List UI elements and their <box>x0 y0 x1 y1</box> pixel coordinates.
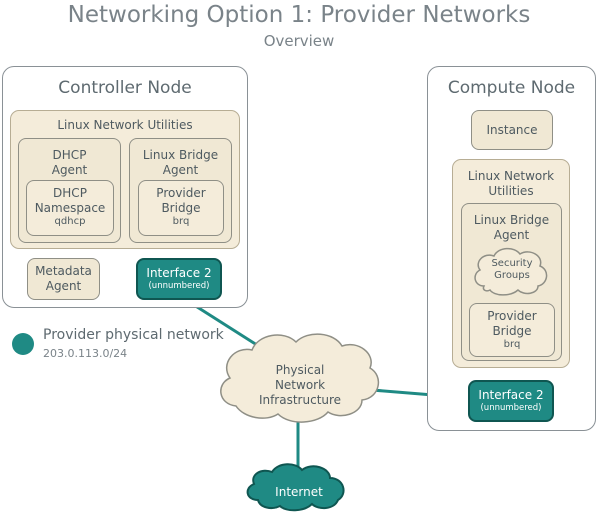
compute-utilities-line-2: Utilities <box>488 184 534 198</box>
internet: Internet <box>275 485 323 499</box>
dhcp-namespace-line-1: DHCP <box>53 186 87 200</box>
compute-provider-bridge-line-1: Provider <box>487 309 537 323</box>
physical-line-3: Infrastructure <box>258 393 342 407</box>
controller-interface-sub: (unnumbered) <box>148 281 210 291</box>
controller-utilities-label: Linux Network Utilities <box>57 118 193 132</box>
dhcp-namespace-line-2: Namespace <box>34 201 106 215</box>
controller-bridge-agent-line-2: Agent <box>162 163 199 177</box>
security-groups-line-1: Security <box>491 258 533 269</box>
instance-label: Instance <box>486 123 538 137</box>
internet-cloud <box>246 463 345 512</box>
security-groups: Security Groups <box>476 258 548 282</box>
legend-subnet: 203.0.113.0/24 <box>43 347 128 360</box>
compute-bridge-agent-line-1: Linux Bridge <box>473 213 550 227</box>
compute-provider-bridge-line-2: Bridge <box>492 324 532 338</box>
dhcp-agent-line-2: Agent <box>51 163 88 177</box>
controller-bridge-agent-line-1: Linux Bridge <box>142 148 219 162</box>
instance: Instance <box>471 110 553 150</box>
compute-bridge-agent-line-2: Agent <box>493 228 530 242</box>
metadata-agent: Metadata Agent <box>27 258 100 300</box>
legend-swatch <box>12 333 34 355</box>
controller-bridge-id: brq <box>172 216 190 227</box>
diagram-subtitle: Overview <box>263 32 335 50</box>
controller-provider-bridge-line-2: Bridge <box>161 201 201 215</box>
physical-network-infrastructure: Physical Network Infrastructure <box>248 363 352 408</box>
controller-provider-bridge: Provider Bridge brq <box>138 180 224 236</box>
compute-interface-2: Interface 2 (unnumbered) <box>468 380 554 422</box>
physical-line-1: Physical <box>275 363 325 377</box>
controller-interface-2: Interface 2 (unnumbered) <box>136 258 222 300</box>
compute-interface-sub: (unnumbered) <box>480 403 542 413</box>
dhcp-namespace: DHCP Namespace qdhcp <box>26 180 114 236</box>
controller-provider-bridge-line-1: Provider <box>156 186 206 200</box>
compute-utilities-line-1: Linux Network <box>467 169 555 183</box>
diagram-title: Networking Option 1: Provider Networks <box>67 2 531 28</box>
security-groups-line-2: Groups <box>494 270 530 281</box>
dhcp-namespace-id: qdhcp <box>54 216 86 227</box>
physical-line-2: Network <box>274 378 326 392</box>
security-groups-cloud <box>474 247 548 296</box>
controller-node-title: Controller Node <box>58 78 192 98</box>
compute-provider-bridge: Provider Bridge brq <box>469 303 555 357</box>
physical-network-cloud <box>220 333 380 423</box>
compute-bridge-id: brq <box>503 339 521 350</box>
compute-interface-label: Interface 2 <box>478 388 544 402</box>
controller-interface-label: Interface 2 <box>146 266 212 280</box>
legend-label: Provider physical network <box>43 327 224 343</box>
metadata-agent-line-1: Metadata <box>35 264 92 278</box>
compute-node-title: Compute Node <box>447 78 576 98</box>
dhcp-agent-line-1: DHCP <box>52 148 87 162</box>
metadata-agent-line-2: Agent <box>45 279 82 293</box>
